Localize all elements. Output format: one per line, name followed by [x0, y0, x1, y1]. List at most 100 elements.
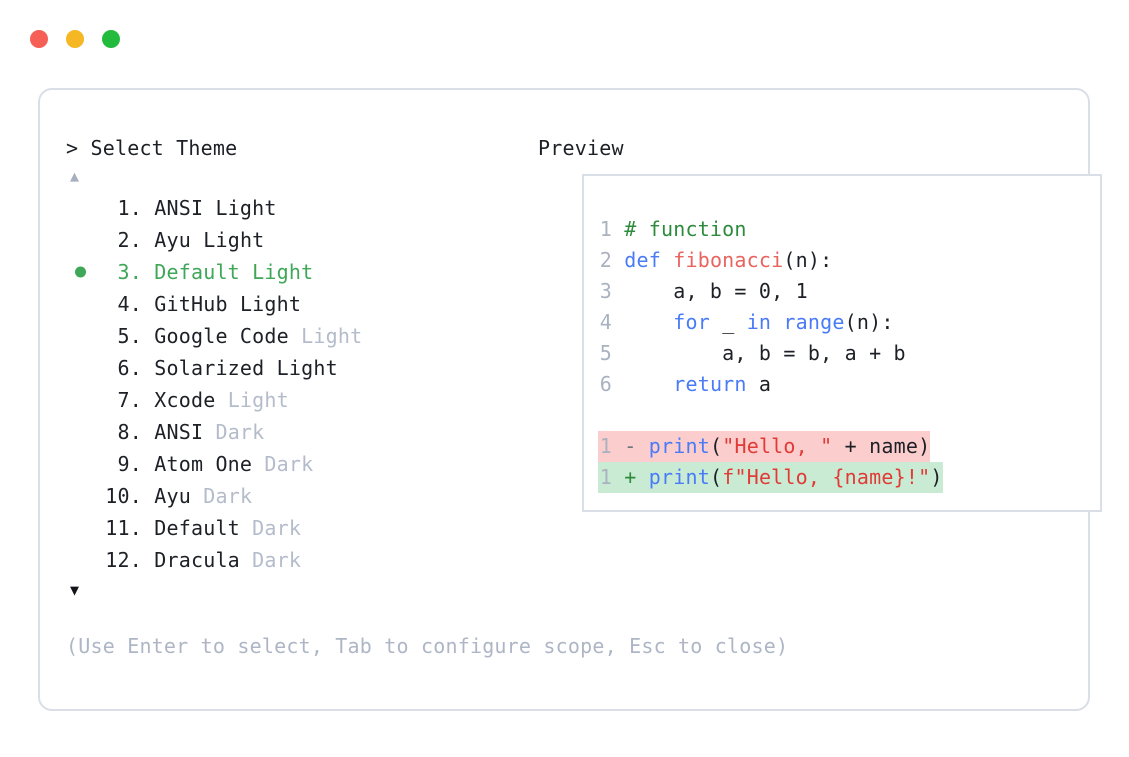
code-token: "Hello, " — [722, 434, 833, 458]
code-token: fibonacci — [673, 248, 784, 272]
theme-item-variant: Light — [276, 356, 338, 380]
code-token: ) — [930, 465, 943, 489]
theme-list-item[interactable]: 1. ANSI Light — [66, 192, 536, 224]
theme-item-index: 6. — [105, 356, 142, 380]
select-theme-title: > Select Theme — [66, 136, 238, 160]
theme-item-name: Xcode — [142, 388, 228, 412]
diff-marker: + — [624, 465, 637, 489]
code-token: a, b = b, a + b — [624, 341, 906, 365]
theme-item-variant: Light — [227, 388, 289, 412]
code-token: !" — [905, 465, 931, 489]
maximize-button[interactable] — [102, 30, 120, 48]
code-token: print — [648, 434, 710, 458]
theme-list-item[interactable]: 7. Xcode Light — [66, 384, 536, 416]
close-button[interactable] — [30, 30, 48, 48]
theme-item-variant: Light — [301, 324, 363, 348]
code-token: f"Hello, — [722, 465, 833, 489]
theme-item-index: 8. — [105, 420, 142, 444]
theme-item-name: Ayu — [142, 484, 204, 508]
keyboard-hint: (Use Enter to select, Tab to configure s… — [66, 634, 789, 658]
theme-item-index: 12. — [105, 548, 142, 572]
line-number: 5 — [599, 341, 612, 365]
code-token — [624, 372, 673, 396]
theme-list-item[interactable]: 12. Dracula Dark — [66, 544, 536, 576]
theme-list-item[interactable]: 3. Default Light — [66, 256, 536, 288]
line-number: 1 — [599, 434, 612, 458]
theme-item-name: Dracula — [142, 548, 253, 572]
diff-added-line: 1 + print(f"Hello, {name}!") — [598, 462, 943, 493]
theme-select-column: > Select Theme ▲ 1. ANSI Light 2. Ayu Li… — [66, 134, 536, 604]
theme-item-index: 1. — [105, 196, 142, 220]
code-token: + name) — [832, 434, 931, 458]
theme-item-name: Ayu — [142, 228, 204, 252]
code-token: return — [673, 372, 747, 396]
line-number: 2 — [599, 248, 612, 272]
panel-columns: > Select Theme ▲ 1. ANSI Light 2. Ayu Li… — [40, 90, 1102, 709]
line-number: 6 — [599, 372, 612, 396]
theme-item-variant: Light — [239, 292, 302, 316]
theme-item-name: GitHub — [142, 292, 240, 316]
code-token: in range — [746, 310, 845, 334]
code-token: (n): — [783, 248, 833, 272]
theme-list: 1. ANSI Light 2. Ayu Light 3. Default Li… — [66, 192, 536, 576]
diff-marker: - — [624, 434, 637, 458]
line-number: 1 — [599, 465, 612, 489]
theme-list-item[interactable]: 2. Ayu Light — [66, 224, 536, 256]
theme-item-index: 3. — [105, 260, 142, 284]
theme-item-variant: Dark — [215, 420, 265, 444]
code-token: ( — [709, 434, 723, 458]
theme-list-item[interactable]: 6. Solarized Light — [66, 352, 536, 384]
theme-item-index: 4. — [105, 292, 142, 316]
theme-item-index: 10. — [105, 484, 142, 508]
scroll-up-icon[interactable]: ▲ — [70, 167, 80, 185]
minimize-button[interactable] — [66, 30, 84, 48]
code-line: 5 a, b = b, a + b — [598, 338, 943, 369]
theme-item-variant: Dark — [252, 516, 302, 540]
theme-item-name: Atom One — [142, 452, 265, 476]
theme-item-name: Default — [142, 260, 253, 284]
theme-item-name: Default — [142, 516, 253, 540]
preview-title: Preview — [538, 136, 624, 160]
diff-removed-line: 1 - print("Hello, " + name) — [598, 431, 931, 462]
window-controls — [30, 30, 120, 48]
code-line: 6 return a — [598, 369, 943, 400]
code-token: # function — [624, 217, 747, 241]
code-token: (n): — [844, 310, 894, 334]
code-token: _ — [709, 310, 747, 334]
code-line: 4 for _ in range(n): — [598, 307, 943, 338]
theme-list-item[interactable]: 9. Atom One Dark — [66, 448, 536, 480]
code-token: a — [746, 372, 772, 396]
theme-picker-panel: > Select Theme ▲ 1. ANSI Light 2. Ayu Li… — [38, 88, 1102, 711]
theme-list-item[interactable]: 11. Default Dark — [66, 512, 536, 544]
theme-item-variant: Dark — [252, 548, 302, 572]
code-token: for — [673, 310, 710, 334]
code-token: a, b = 0, 1 — [624, 279, 808, 303]
theme-list-item[interactable]: 8. ANSI Dark — [66, 416, 536, 448]
selected-bullet-icon — [75, 266, 86, 278]
theme-item-variant: Light — [215, 196, 277, 220]
theme-item-index: 11. — [105, 516, 142, 540]
theme-list-item[interactable]: 4. GitHub Light — [66, 288, 536, 320]
scroll-down-icon[interactable]: ▼ — [70, 581, 80, 599]
theme-item-index: 7. — [105, 388, 142, 412]
theme-item-variant: Dark — [203, 484, 253, 508]
code-spacer — [598, 400, 943, 431]
theme-item-name: ANSI — [142, 196, 216, 220]
theme-item-name: ANSI — [142, 420, 216, 444]
line-number: 3 — [599, 279, 612, 303]
theme-item-index: 5. — [105, 324, 142, 348]
theme-item-index: 9. — [105, 452, 142, 476]
code-line: 3 a, b = 0, 1 — [598, 276, 943, 307]
theme-item-index: 2. — [105, 228, 142, 252]
code-token — [624, 310, 673, 334]
line-number: 1 — [599, 217, 612, 241]
theme-list-item[interactable]: 5. Google Code Light — [66, 320, 536, 352]
theme-item-name: Solarized — [142, 356, 277, 380]
theme-list-item[interactable]: 10. Ayu Dark — [66, 480, 536, 512]
code-token: ( — [709, 465, 723, 489]
code-line: 1 # function — [598, 214, 943, 245]
theme-item-variant: Light — [252, 260, 314, 284]
